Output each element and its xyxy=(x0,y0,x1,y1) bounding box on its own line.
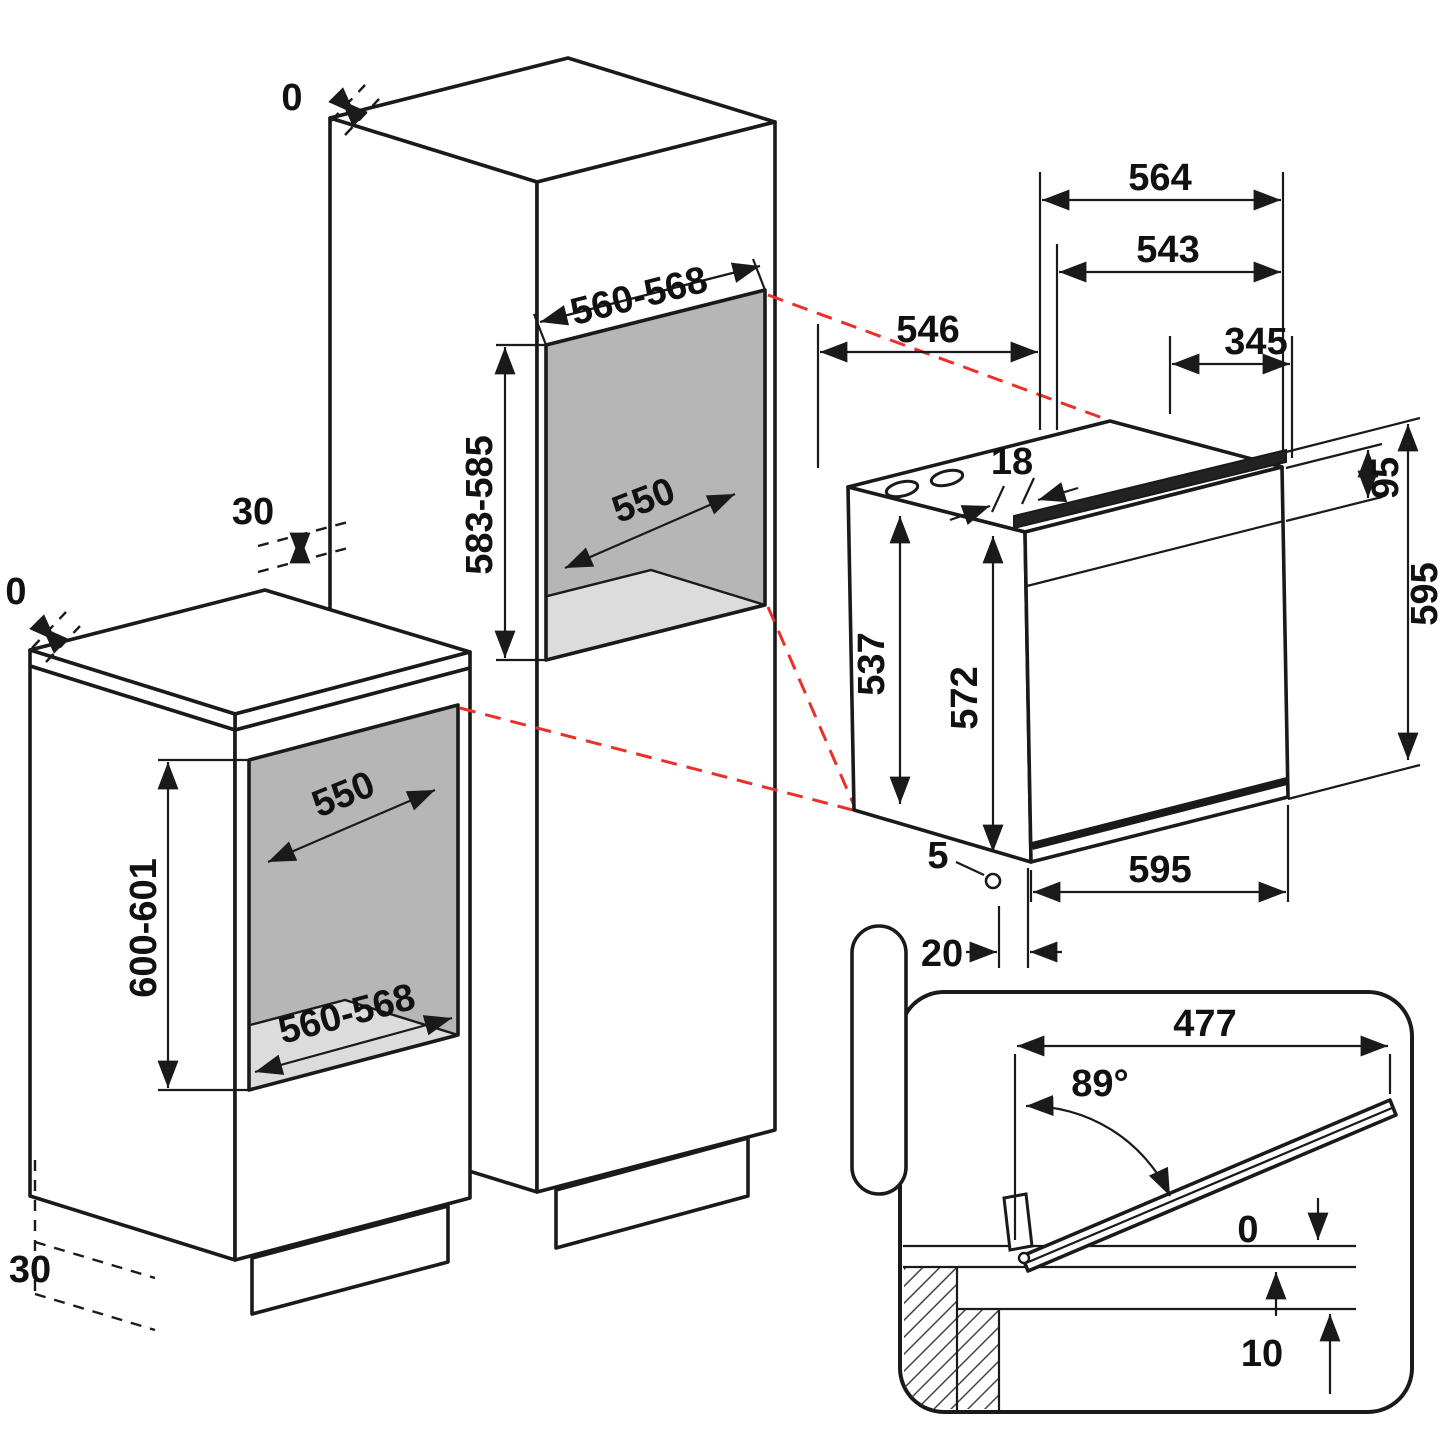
dim-label-oven-overall-height: 595 xyxy=(1404,562,1445,625)
dim-label-bottom-gap: 10 xyxy=(1241,1333,1283,1375)
opening-angle-arc xyxy=(1025,1095,1171,1197)
dim-bottom-gap: 10 xyxy=(1241,1314,1341,1394)
closed-door-profile xyxy=(850,924,908,1196)
dim-label-base-top-gap: 0 xyxy=(5,571,26,613)
dim-label-oven-depth-front-section: 345 xyxy=(1224,321,1287,363)
dim-label-oven-rear-height: 537 xyxy=(851,632,893,695)
oven-foot xyxy=(984,872,1002,890)
dim-label-tall-niche-height: 583-585 xyxy=(459,435,501,574)
door-hinge-bracket xyxy=(1002,1192,1034,1252)
dim-label-base-plinth-setback: 30 xyxy=(9,1249,51,1291)
dim-oven-bottom-clearance: 20 xyxy=(921,868,1062,975)
dim-label-oven-foot-adjust: 5 xyxy=(927,835,948,877)
projection-line-bottom xyxy=(459,706,1031,858)
oven-front-face xyxy=(1023,465,1290,864)
counter-section xyxy=(903,1244,1356,1410)
dim-base-niche-height: 600-601 xyxy=(123,758,249,1092)
dim-oven-front-height: 572 xyxy=(944,536,1004,852)
dim-oven-top-frame: 18 xyxy=(949,441,1079,525)
dim-base-plinth-setback: 30 xyxy=(9,1249,51,1291)
dim-label-oven-overall-width: 595 xyxy=(1128,849,1191,891)
dim-door-length: 477 xyxy=(1013,1003,1392,1240)
dim-label-flush-gap: 0 xyxy=(1237,1209,1258,1251)
oven-door-bottom-strip xyxy=(1031,777,1288,850)
dim-tall-niche-height: 583-585 xyxy=(459,343,546,662)
dim-oven-depth-rear: 546 xyxy=(816,309,1038,468)
projection-lines xyxy=(459,293,1109,858)
counter-hatch-dense xyxy=(904,1268,956,1409)
dim-label-oven-panel-height: 95 xyxy=(1365,457,1407,499)
dim-label-oven-depth-body: 543 xyxy=(1136,229,1199,271)
dim-label-door-length: 477 xyxy=(1173,1003,1236,1045)
dim-label-opening-angle: 89° xyxy=(1071,1063,1128,1105)
top-vents xyxy=(884,468,965,499)
dim-base-top-gap: 0 xyxy=(5,571,81,663)
dim-oven-overall-width: 595 xyxy=(1029,805,1290,903)
dim-label-tall-setback: 30 xyxy=(232,491,274,533)
counter-hatch-light xyxy=(958,1310,998,1409)
dim-label-oven-depth-rear: 546 xyxy=(896,309,959,351)
dim-oven-rear-height: 537 xyxy=(851,516,911,804)
dim-label-tall-top-gap: 0 xyxy=(281,77,302,119)
vent-icon xyxy=(929,468,965,488)
dim-label-oven-top-frame: 18 xyxy=(991,441,1033,483)
oven-control-panel-line xyxy=(1026,519,1285,588)
dim-oven-foot-adjust: 5 xyxy=(927,835,985,877)
dim-tall-top-gap: 0 xyxy=(281,77,380,136)
dim-oven-overall-height: 595 xyxy=(1285,416,1445,801)
dim-label-oven-bottom-clearance: 20 xyxy=(921,933,963,975)
dim-label-oven-depth-with-door: 564 xyxy=(1128,157,1191,199)
oven-door-handle xyxy=(1013,448,1287,530)
dim-oven-depth-with-door: 564 xyxy=(1038,157,1285,452)
base-niche-frame xyxy=(247,703,460,1092)
vent-icon xyxy=(884,479,920,499)
projection-line-top xyxy=(767,293,1109,422)
tall-cabinet-plinth xyxy=(554,1136,750,1250)
base-cabinet-plinth xyxy=(250,1204,450,1316)
base-cabinet xyxy=(28,588,472,1332)
dim-flush-gap: 0 xyxy=(1237,1198,1329,1316)
dim-tall-setback: 30 xyxy=(232,491,349,574)
projection-line-middle xyxy=(766,606,858,811)
door-detail: 477 89° 0 10 xyxy=(850,924,1414,1414)
open-door-inner-line xyxy=(1025,1106,1393,1265)
dim-oven-panel-height: 95 xyxy=(1285,442,1407,523)
dim-oven-depth-front-section: 345 xyxy=(1168,321,1294,458)
dim-label-oven-front-height: 572 xyxy=(944,666,986,729)
door-hinge-pivot xyxy=(1017,1251,1031,1265)
dim-oven-depth-body: 543 xyxy=(1055,229,1281,430)
dim-label-base-niche-height: 600-601 xyxy=(123,858,165,997)
